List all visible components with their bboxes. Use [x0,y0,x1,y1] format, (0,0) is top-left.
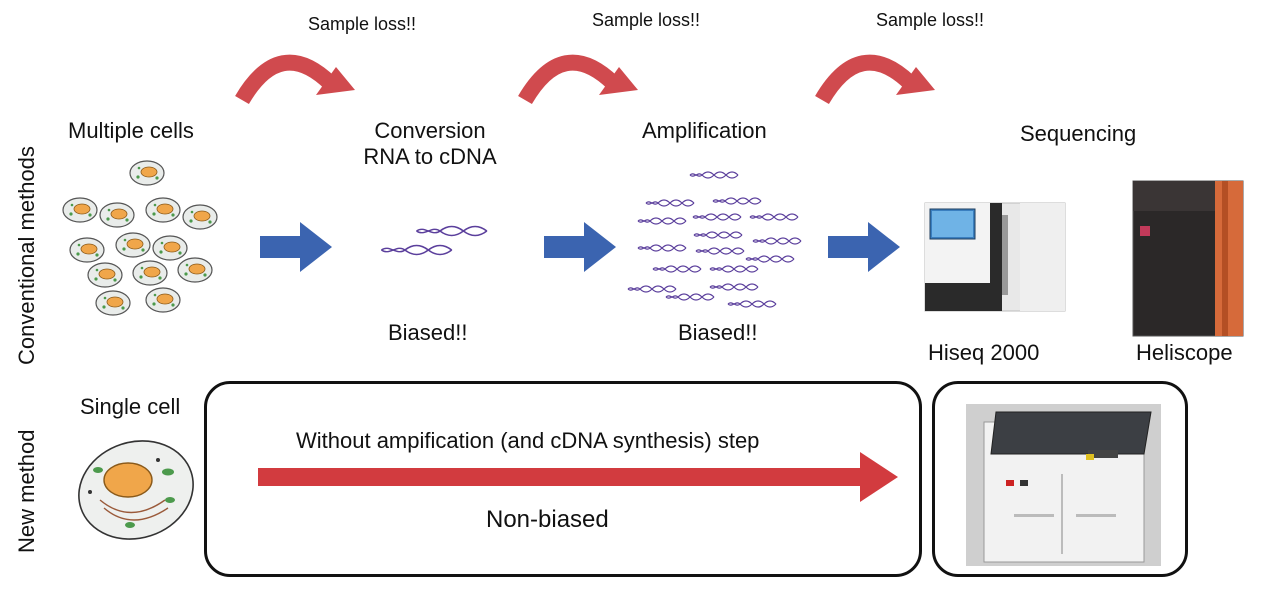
multiple-cells-illustration [62,160,218,316]
multiple-cells-title: Multiple cells [68,118,194,143]
flow-arrow-1 [260,222,332,272]
sample-loss-label-2: Sample loss!! [592,10,701,30]
new-sequencer-box [932,381,1188,577]
sample-loss-label-3: Sample loss!! [876,10,985,30]
new-method-label: New method [14,429,39,553]
flow-arrow-3 [828,222,900,272]
conversion-title-line2: RNA to cDNA [363,144,497,169]
sample-loss-label-1: Sample loss!! [308,14,417,34]
new-method-process-box [204,381,922,577]
sample-loss-arrow-3 [815,54,935,105]
non-biased-label: Non-biased [486,506,609,533]
heliscope-label: Heliscope [1136,340,1233,365]
new-sequencer-image [966,404,1161,566]
single-cell-label: Single cell [80,394,181,419]
biased-label-2: Biased!! [678,320,758,345]
hiseq-2000-label: Hiseq 2000 [928,340,1040,365]
sample-loss-arrow-2 [518,54,638,105]
sample-loss-arrow-1 [235,54,355,105]
heliscope-image [1132,180,1244,337]
sequencing-title: Sequencing [1020,121,1137,146]
amplified-dna-illustration [627,171,802,308]
amplification-title: Amplification [642,118,767,143]
single-cell-illustration [78,440,194,540]
conventional-methods-label: Conventional methods [14,146,39,365]
without-amplification-step-label: Without ampification (and cDNA synthesis… [296,428,760,453]
conversion-title-line1: Conversion [374,118,486,143]
biased-label-1: Biased!! [388,320,468,345]
cdna-strands-illustration [380,225,488,256]
hiseq-2000-image [924,202,1066,312]
new-method-arrow [258,452,898,502]
flow-arrow-2 [544,222,616,272]
conversion-title: Conversion RNA to cDNA [350,118,510,170]
